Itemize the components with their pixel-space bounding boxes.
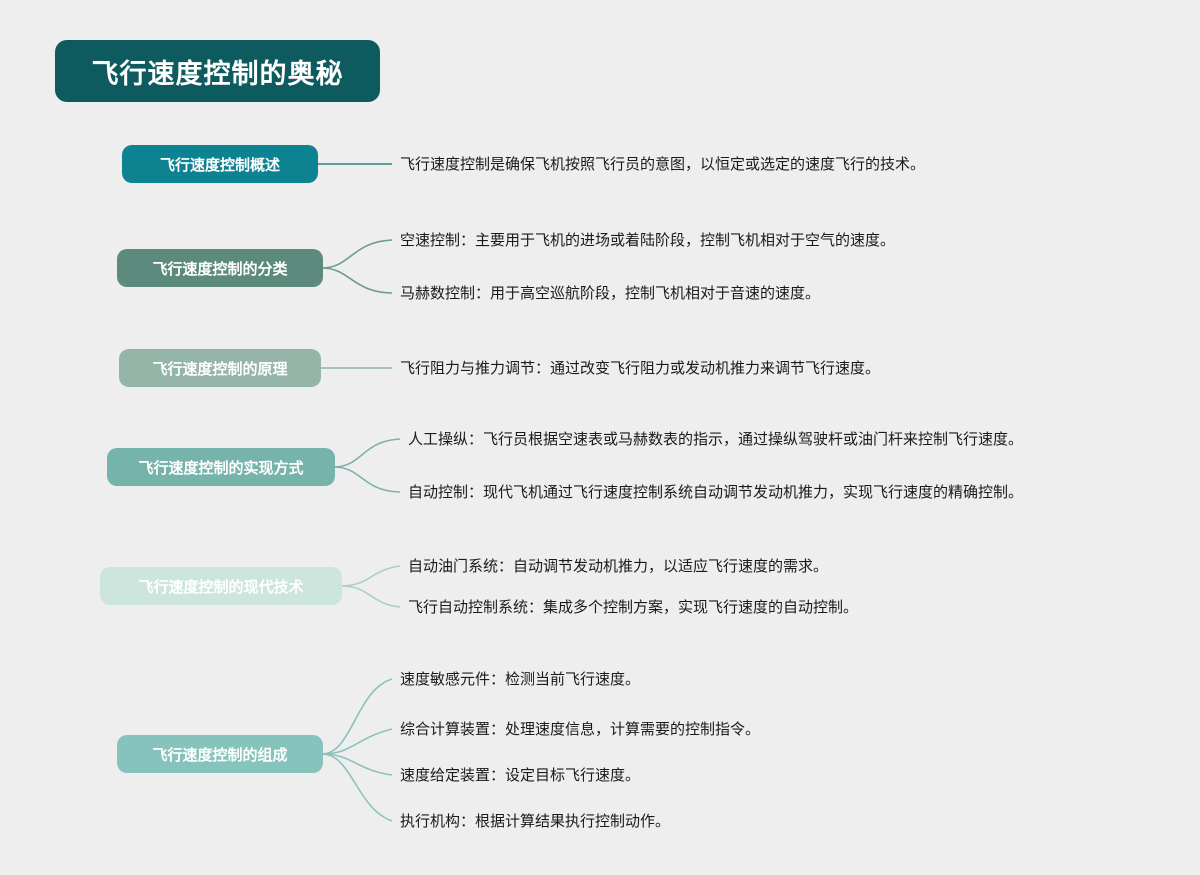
root-title: 飞行速度控制的奥秘: [91, 58, 344, 89]
leaf-text-3-1: 飞行阻力与推力调节：通过改变飞行阻力或发动机推力来调节飞行速度。: [400, 360, 881, 377]
leaf-text-6-2: 综合计算装置：处理速度信息，计算需要的控制指令。: [400, 721, 761, 738]
leaf-text-4-2: 自动控制：现代飞机通过飞行速度控制系统自动调节发动机推力，实现飞行速度的精确控制…: [408, 484, 1024, 501]
leaf-text-2-1: 空速控制：主要用于飞机的进场或着陆阶段，控制飞机相对于空气的速度。: [400, 232, 896, 249]
branch-label-4: 飞行速度控制的实现方式: [138, 459, 304, 477]
branch-label-1: 飞行速度控制概述: [159, 156, 280, 174]
branch-node-6[interactable]: 飞行速度控制的组成: [117, 735, 323, 773]
leaf-text-6-1: 速度敏感元件：检测当前飞行速度。: [400, 671, 641, 688]
branch-label-2: 飞行速度控制的分类: [152, 260, 288, 278]
branch-node-1[interactable]: 飞行速度控制概述: [122, 145, 318, 183]
leaf-text-1-1: 飞行速度控制是确保飞机按照飞行员的意图，以恒定或选定的速度飞行的技术。: [400, 156, 926, 173]
leaf-text-6-3: 速度给定装置：设定目标飞行速度。: [400, 767, 641, 784]
branch-node-2[interactable]: 飞行速度控制的分类: [117, 249, 323, 287]
root-node[interactable]: 飞行速度控制的奥秘: [55, 40, 380, 102]
leaf-text-4-1: 人工操纵：飞行员根据空速表或马赫数表的指示，通过操纵驾驶杆或油门杆来控制飞行速度…: [408, 431, 1024, 448]
branch-node-5[interactable]: 飞行速度控制的现代技术: [100, 567, 342, 605]
branch-label-3: 飞行速度控制的原理: [152, 360, 288, 378]
branch-node-4[interactable]: 飞行速度控制的实现方式: [107, 448, 335, 486]
leaf-text-5-1: 自动油门系统：自动调节发动机推力，以适应飞行速度的需求。: [408, 558, 829, 575]
branch-node-3[interactable]: 飞行速度控制的原理: [119, 349, 321, 387]
leaf-text-6-4: 执行机构：根据计算结果执行控制动作。: [400, 813, 671, 830]
branch-label-5: 飞行速度控制的现代技术: [138, 578, 304, 596]
leaf-text-2-2: 马赫数控制：用于高空巡航阶段，控制飞机相对于音速的速度。: [400, 285, 821, 302]
leaf-text-5-2: 飞行自动控制系统：集成多个控制方案，实现飞行速度的自动控制。: [408, 599, 859, 616]
branch-label-6: 飞行速度控制的组成: [152, 746, 288, 764]
